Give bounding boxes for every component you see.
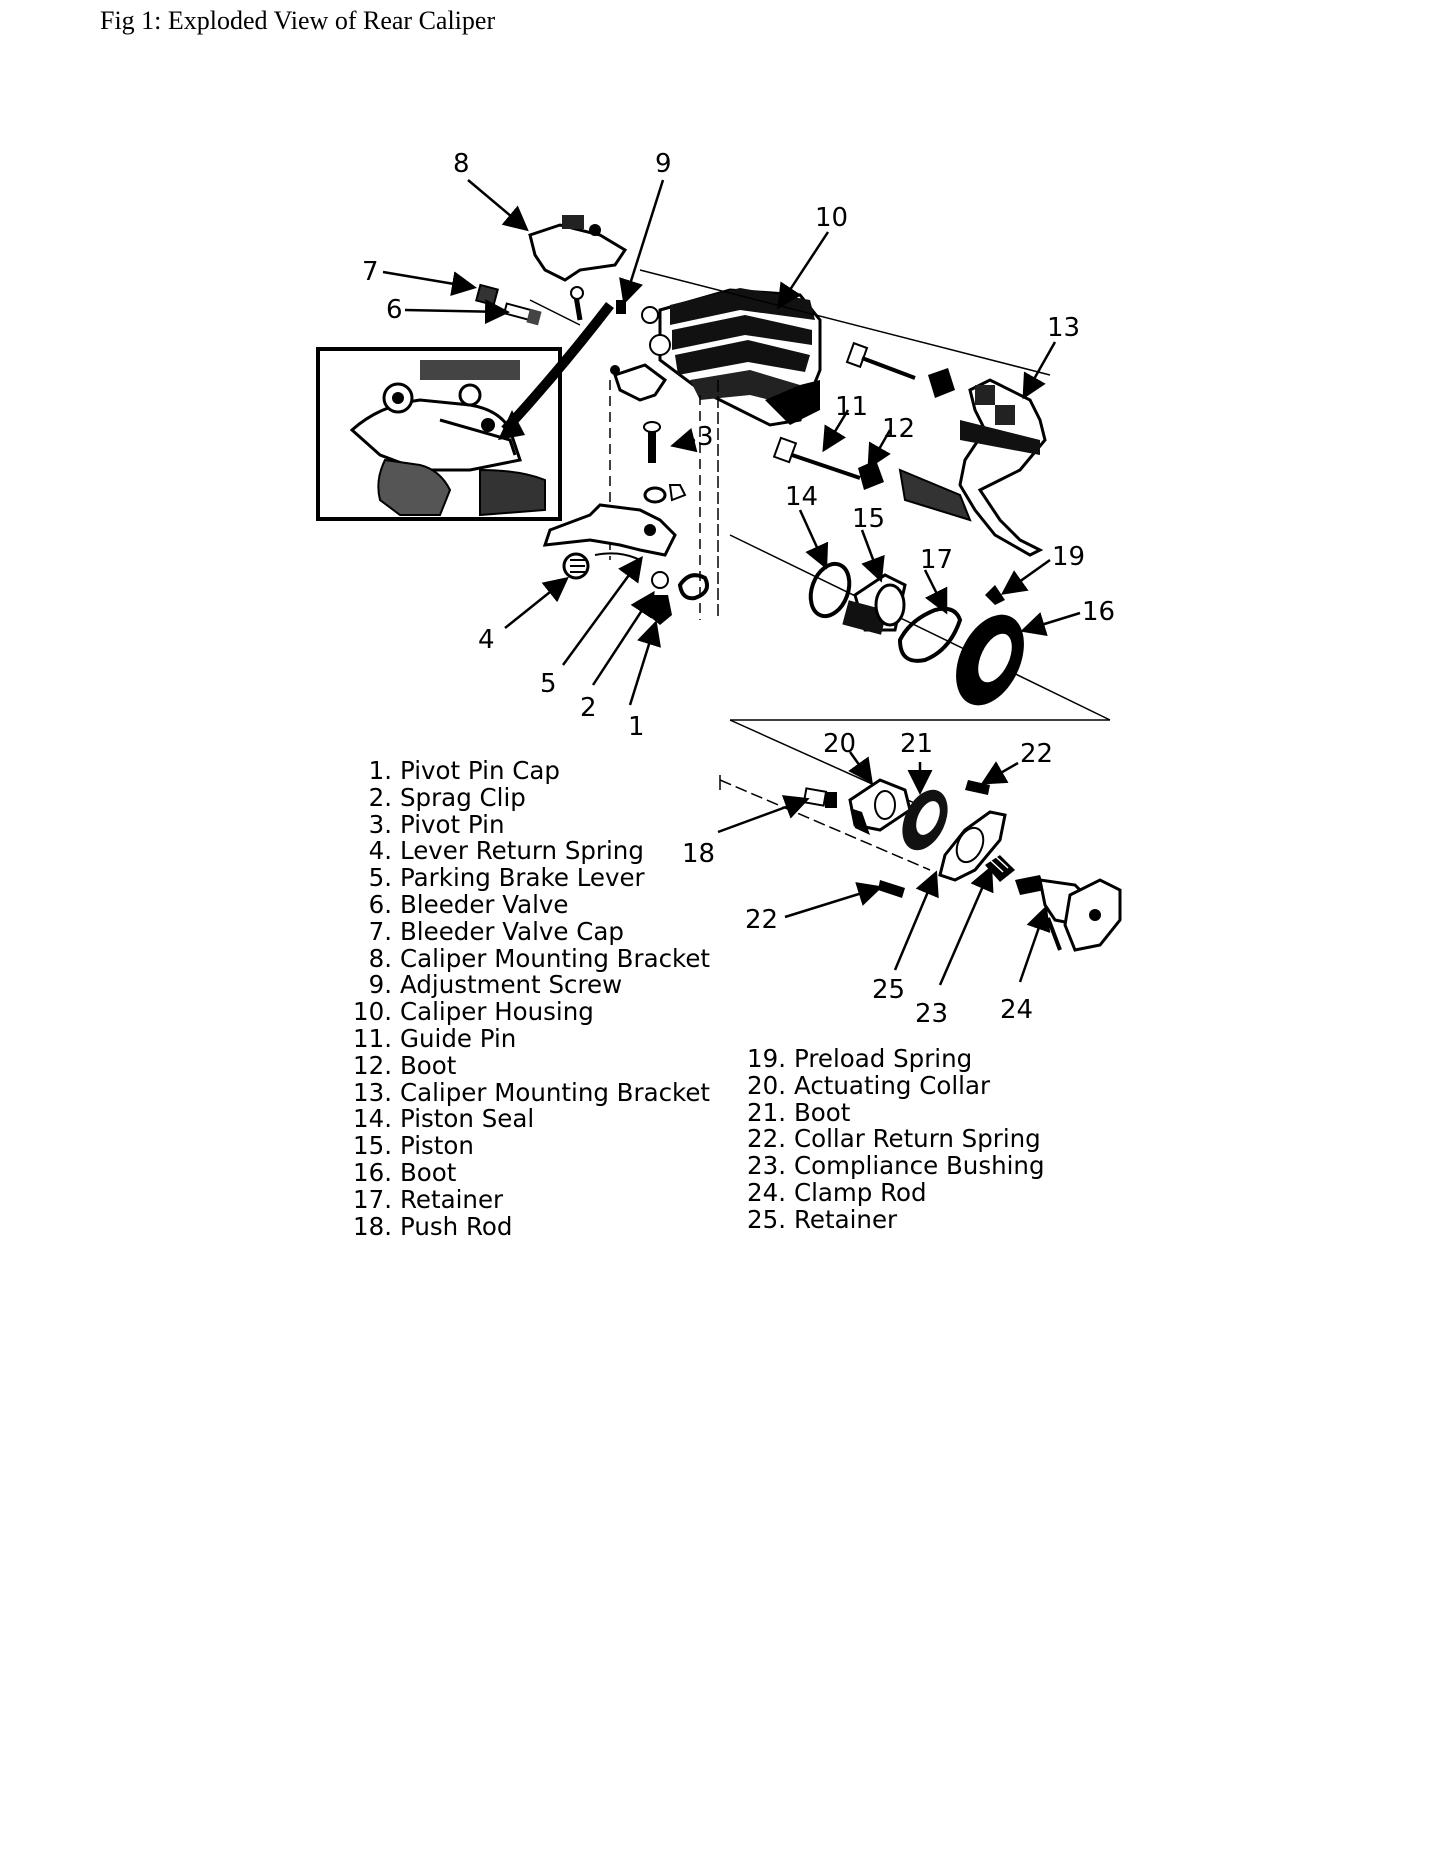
- legend-item: 6.Bleeder Valve: [368, 889, 569, 919]
- part-15-piston: [842, 573, 907, 635]
- part-20-actuating-collar: [848, 778, 912, 835]
- callout-16: 16: [1082, 597, 1115, 627]
- inset-pointer-arrow: [501, 301, 614, 434]
- part-3-pivot-pin: [643, 421, 687, 504]
- legend-item: 20.Actuating Collar: [747, 1070, 991, 1100]
- callout-15: 15: [852, 504, 885, 534]
- legend-item: 14.Piston Seal: [353, 1104, 535, 1134]
- legend-item: 4.Lever Return Spring: [368, 836, 644, 866]
- legend-item: 12.Boot: [353, 1050, 457, 1080]
- part-18-push-rod: [802, 787, 837, 808]
- legend-item: 19.Preload Spring: [747, 1044, 973, 1073]
- callout-11: 11: [835, 392, 868, 422]
- callout-2: 2: [580, 693, 597, 723]
- part-7-bleeder-cap: [475, 283, 499, 307]
- callout-9: 9: [655, 149, 672, 179]
- legend-item: 24.Clamp Rod: [747, 1177, 927, 1207]
- callout-22-upper: 22: [1020, 739, 1053, 769]
- part-2-sprag-clip: [651, 571, 709, 601]
- leader-arrows: [382, 179, 1081, 986]
- callout-6: 6: [386, 295, 403, 325]
- legend-item: 15.Piston: [353, 1131, 474, 1161]
- legend-item: 7.Bleeder Valve Cap: [368, 916, 624, 946]
- callout-21: 21: [900, 729, 933, 759]
- part-14-piston-seal: [808, 561, 852, 619]
- legend-item: 1.Pivot Pin Cap: [368, 756, 560, 785]
- part-24-clamp-rod: [1015, 875, 1122, 952]
- callout-3: 3: [697, 422, 714, 452]
- callout-5: 5: [540, 669, 557, 699]
- legend-item: 23.Compliance Bushing: [747, 1151, 1045, 1181]
- callout-8: 8: [453, 149, 470, 179]
- callout-19: 19: [1052, 542, 1085, 572]
- callout-23: 23: [915, 999, 948, 1029]
- legend-item: 11.Guide Pin: [353, 1023, 517, 1053]
- parts-legend-right: 19.Preload Spring 20.Actuating Collar 21…: [742, 1044, 1045, 1234]
- part-5-parking-brake-lever: [542, 503, 677, 557]
- callout-12: 12: [882, 414, 915, 444]
- part-6-bleeder-valve: [502, 302, 542, 326]
- legend-item: 25.Retainer: [747, 1204, 898, 1234]
- callout-7: 7: [362, 257, 379, 287]
- callout-20: 20: [823, 729, 856, 759]
- callout-17: 17: [920, 545, 953, 575]
- part-22-collar-return-spring-lower: [878, 880, 905, 898]
- legend-item: 10.Caliper Housing: [353, 997, 594, 1027]
- part-16-boot: [956, 614, 1024, 706]
- legend-item: 5.Parking Brake Lever: [368, 863, 645, 893]
- figure-caption: Fig 1: Exploded View of Rear Caliper: [100, 6, 496, 35]
- legend-item: 2.Sprag Clip: [368, 782, 526, 812]
- part-25-retainer: [938, 810, 1007, 882]
- callout-1: 1: [628, 712, 645, 742]
- callout-4: 4: [478, 625, 495, 655]
- legend-item: 22.Collar Return Spring: [747, 1124, 1041, 1154]
- callout-18: 18: [682, 839, 715, 869]
- legend-item: 16.Boot: [353, 1157, 457, 1187]
- part-23-compliance-bushing: [985, 853, 1015, 882]
- part-21-boot: [902, 789, 948, 851]
- legend-item: 9.Adjustment Screw: [368, 970, 623, 1000]
- part-9-adjustment-screw: [616, 300, 626, 314]
- callout-labels: 1 2 3 4 5 6 7 8 9 10 11 12 13 14 15 16 1…: [362, 149, 1115, 1029]
- legend-item: 13.Caliper Mounting Bracket: [353, 1077, 711, 1107]
- part-17-retainer: [897, 606, 963, 663]
- part-19-preload-spring: [985, 585, 1005, 605]
- callout-10: 10: [815, 203, 848, 233]
- callout-13: 13: [1047, 313, 1080, 343]
- legend-item: 21.Boot: [747, 1097, 851, 1127]
- part-1-pivot-pin-cap: [648, 595, 672, 625]
- legend-item: 18.Push Rod: [353, 1211, 513, 1241]
- parts-legend-left: 1.Pivot Pin Cap 2.Sprag Clip 3.Pivot Pin…: [352, 756, 711, 1241]
- callout-24: 24: [1000, 995, 1033, 1025]
- legend-item: 8.Caliper Mounting Bracket: [368, 943, 711, 973]
- callout-22-lower: 22: [745, 905, 778, 935]
- callout-25: 25: [872, 975, 905, 1005]
- part-13-mounting-bracket: [898, 378, 1047, 557]
- part-8-bracket: [528, 215, 628, 321]
- callout-14: 14: [785, 482, 818, 512]
- legend-item: 17.Retainer: [353, 1184, 504, 1214]
- legend-item: 3.Pivot Pin: [368, 809, 505, 839]
- part-11-guide-pin: [772, 341, 916, 480]
